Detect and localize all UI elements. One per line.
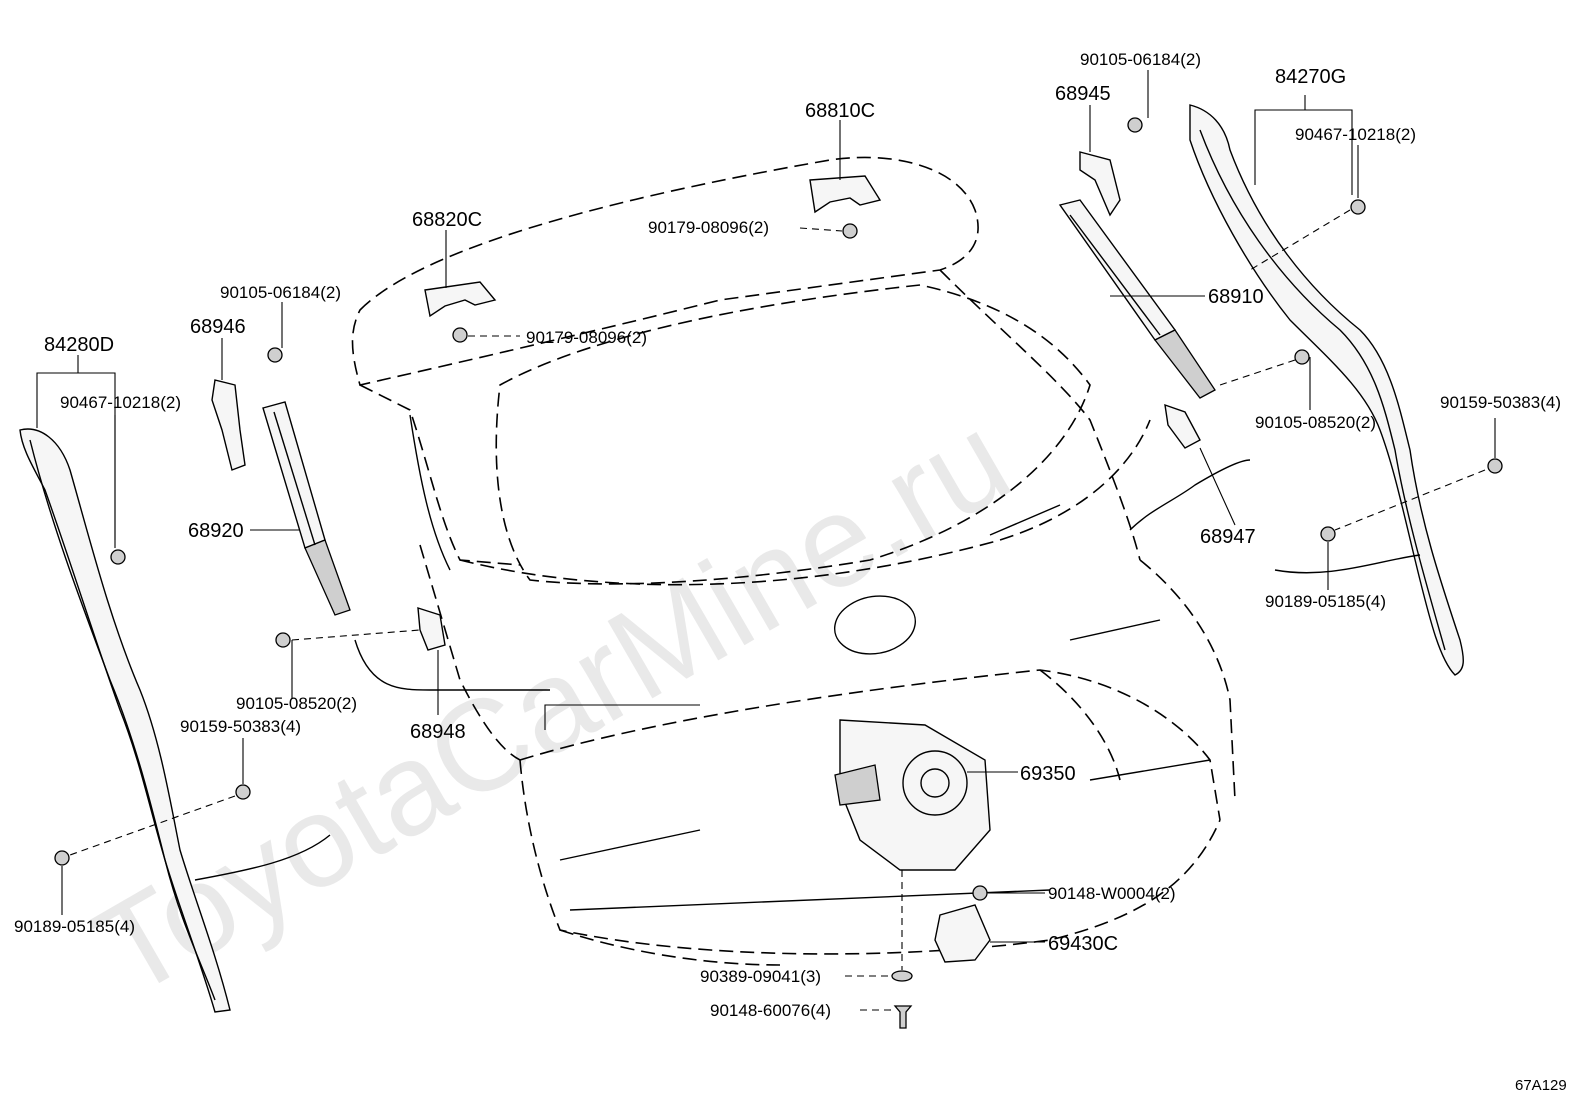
- label-90105-08520-left: 90105-08520(2): [236, 694, 357, 713]
- label-90467-10218-left: 90467-10218(2): [60, 393, 181, 412]
- label-68945: 68945: [1055, 83, 1111, 105]
- washer-90389: [891, 970, 913, 982]
- label-68947: 68947: [1200, 526, 1256, 548]
- label-69350: 69350: [1020, 763, 1076, 785]
- label-90189-05185-left: 90189-05185(4): [14, 917, 135, 936]
- label-90467-10218-right: 90467-10218(2): [1295, 125, 1416, 144]
- label-84270G: 84270G: [1275, 66, 1346, 88]
- bracket-68948: [417, 607, 446, 651]
- wire-door-right: [1129, 459, 1251, 531]
- striker-69430C: [934, 904, 991, 963]
- label-90105-06184-top: 90105-06184(2): [1080, 50, 1201, 69]
- diagram-code: 67A129: [1515, 1077, 1567, 1094]
- clamp-90189-right: [1320, 526, 1336, 542]
- bolt-90105-top: [1127, 117, 1143, 133]
- label-68948: 68948: [410, 721, 466, 743]
- lock-motor-69350: [834, 719, 991, 871]
- label-90159-50383-left: 90159-50383(4): [180, 717, 301, 736]
- screw-90148-W0004: [972, 885, 988, 901]
- part-labels: 84280D 84270G 68810C 68820C 68945 68946 …: [14, 50, 1567, 1094]
- damper-stay-68910: [1058, 199, 1216, 399]
- label-90179-08096-top: 90179-08096(2): [648, 218, 769, 237]
- back-door-body: [351, 156, 1236, 966]
- label-69430C: 69430C: [1048, 933, 1118, 955]
- nut-90179-top: [842, 223, 858, 239]
- label-90389-09041: 90389-09041(3): [700, 967, 821, 986]
- hinge-68810C: [809, 175, 882, 214]
- label-90148-W0004: 90148-W0004(2): [1048, 884, 1176, 903]
- screw-90159-left: [235, 784, 251, 800]
- clip-90467-right: [1350, 199, 1366, 215]
- wire-right: [1274, 554, 1421, 574]
- bolt-90105-08520-left: [275, 632, 291, 648]
- label-90179-08096-left: 90179-08096(2): [526, 328, 647, 347]
- wire-door-left: [354, 639, 550, 691]
- bolt-90105-left: [267, 347, 283, 363]
- nut-90179-left: [452, 327, 468, 343]
- clip-90467-left: [110, 549, 126, 565]
- leader-lines: [36, 70, 1496, 1011]
- bracket-68947: [1164, 403, 1201, 449]
- label-90105-06184-left: 90105-06184(2): [220, 283, 341, 302]
- label-68810C: 68810C: [805, 100, 875, 122]
- label-68820C: 68820C: [412, 209, 482, 231]
- label-68910: 68910: [1208, 286, 1264, 308]
- label-90189-05185-right: 90189-05185(4): [1265, 592, 1386, 611]
- label-68946: 68946: [190, 316, 246, 338]
- bolt-90105-08520-right: [1294, 349, 1310, 365]
- label-84280D: 84280D: [44, 334, 114, 356]
- label-90148-60076: 90148-60076(4): [710, 1001, 831, 1020]
- screw-90159-right: [1487, 458, 1503, 474]
- wire-left: [194, 834, 331, 881]
- label-68920: 68920: [188, 520, 244, 542]
- screw-90148-60076: [893, 1005, 913, 1029]
- damper-stay-68920: [262, 401, 351, 616]
- bracket-68946: [211, 379, 246, 471]
- label-90105-08520-right: 90105-08520(2): [1255, 413, 1376, 432]
- clamp-90189-left: [54, 850, 70, 866]
- weatherstrip-right-84270G: [1189, 104, 1464, 676]
- label-90159-50383-right: 90159-50383(4): [1440, 393, 1561, 412]
- hinge-68820C: [424, 281, 497, 318]
- bracket-68945: [1079, 151, 1121, 217]
